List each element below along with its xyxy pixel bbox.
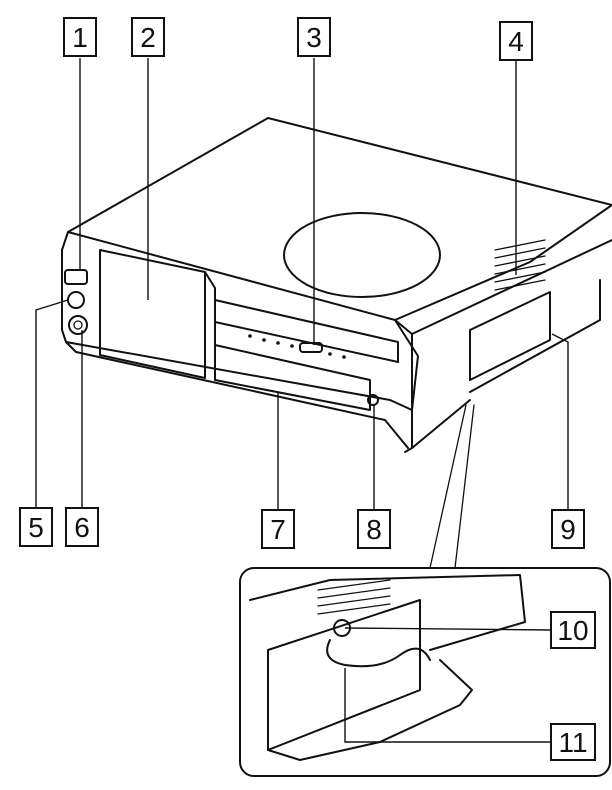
printer-body [61,117,612,453]
eject-button [367,394,379,406]
cartridge-door [99,249,206,379]
svg-text:10: 10 [557,615,588,646]
callout-10: 10 [550,611,596,649]
callout-1: 1 [63,17,97,57]
callout-5: 5 [19,507,53,547]
detail-inset [239,404,611,777]
leader-lines [35,58,569,743]
svg-text:4: 4 [508,26,524,57]
panel-button [299,342,323,353]
side-cover [469,291,551,381]
callout-2: 2 [131,17,165,57]
svg-text:1: 1 [72,22,88,53]
front-knob [67,291,85,309]
svg-text:7: 7 [270,514,286,545]
svg-text:6: 6 [74,512,90,543]
svg-text:8: 8 [366,514,382,545]
panel-dots [248,334,346,359]
power-switch [64,269,88,285]
callout-7: 7 [261,509,295,549]
callout-6: 6 [65,507,99,547]
callout-3: 3 [297,17,331,57]
inset-vent [317,579,391,615]
top-window [283,212,441,298]
paper-tray [214,344,371,411]
callout-8: 8 [357,509,391,549]
control-panel [214,299,399,363]
inset-door [267,659,473,761]
svg-text:3: 3 [306,22,322,53]
callout-9: 9 [551,509,585,549]
svg-text:11: 11 [558,727,587,758]
callout-4: 4 [499,21,533,61]
svg-text:5: 5 [28,512,44,543]
inset-cable [326,639,431,668]
front-jack [68,315,88,335]
vent-grille [494,239,546,291]
callout-11: 11 [550,723,596,761]
svg-text:2: 2 [140,22,156,53]
svg-text:9: 9 [560,514,576,545]
